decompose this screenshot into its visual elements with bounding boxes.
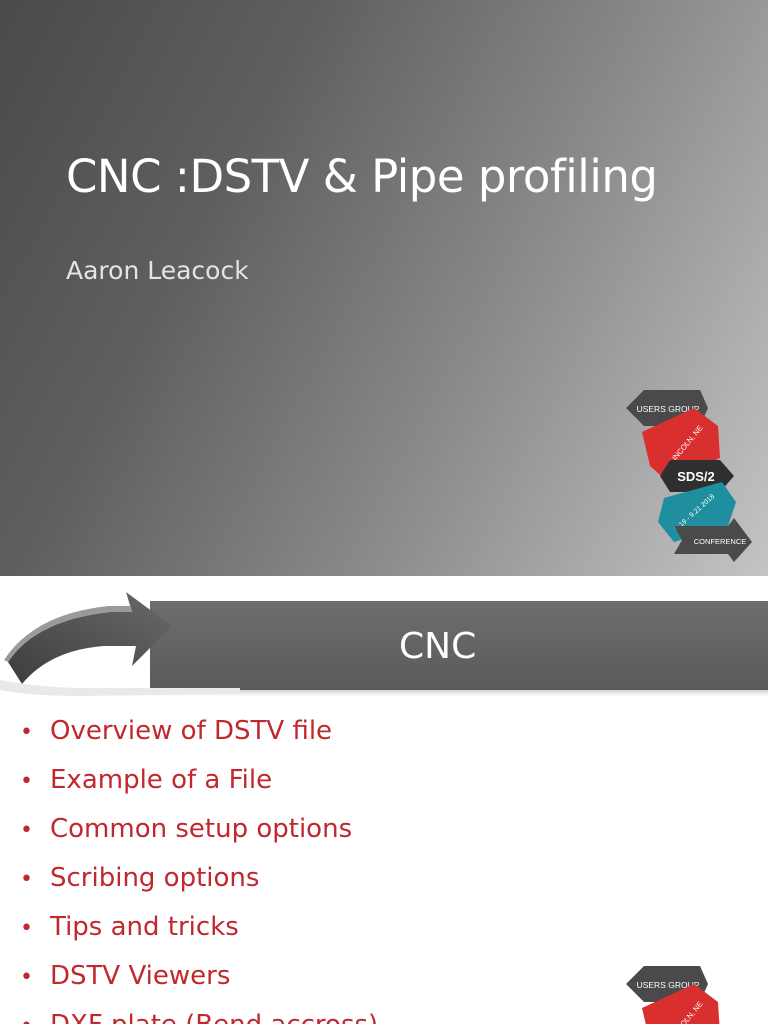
curved-arrow-graphic [0, 592, 240, 696]
list-item: • Overview of DSTV file [20, 716, 378, 765]
bullet-icon: • [20, 769, 33, 794]
list-item-text: DXF plate (Bend accross) [50, 1010, 378, 1024]
bullet-icon: • [20, 818, 33, 843]
list-item-text: Common setup options [50, 814, 353, 844]
sds2-users-group-conference-logo: USERS GROUP LINCOLN, NE SDS/2 9.19 - 9.2… [626, 390, 752, 562]
list-item: • Example of a File [20, 765, 378, 814]
list-item-text: Scribing options [50, 863, 260, 893]
slide-subtitle: Aaron Leacock [66, 256, 249, 285]
list-item-text: Overview of DSTV file [50, 716, 333, 746]
slide-heading: CNC [399, 626, 477, 667]
logo-bottom-text: CONFERENCE [694, 537, 747, 546]
header-band [150, 601, 768, 690]
logo-top-text: USERS GROUP [637, 404, 700, 414]
bullet-icon: • [20, 916, 33, 941]
logo-brand-text: SDS/2 [677, 469, 715, 484]
header-shadow [150, 690, 768, 696]
list-item: • DSTV Viewers [20, 961, 378, 1010]
title-slide: CNC :DSTV & Pipe profiling Aaron Leacock… [0, 0, 768, 576]
list-item: • Scribing options [20, 863, 378, 912]
slide-title: CNC :DSTV & Pipe profiling [66, 150, 658, 203]
list-item-text: Example of a File [50, 765, 273, 795]
list-item-text: DSTV Viewers [50, 961, 231, 991]
bullet-icon: • [20, 1014, 50, 1024]
list-item: •DXF plate (Bend accross) [20, 1010, 378, 1024]
bullet-icon: • [20, 720, 33, 745]
bullet-icon: • [20, 867, 33, 892]
list-item-text: Tips and tricks [50, 912, 239, 942]
logo-top-text: USERS GROUP [637, 980, 700, 990]
list-item: • Tips and tricks [20, 912, 378, 961]
agenda-list: • Overview of DSTV file • Example of a Fil… [20, 716, 378, 1024]
bullet-icon: • [20, 965, 33, 990]
sds2-users-group-conference-logo: USERS GROUP LINCOLN, NE [626, 966, 720, 1024]
agenda-slide: CNC • Overview of DSTV file • Example of a… [0, 576, 768, 1024]
list-item: • Common setup options [20, 814, 378, 863]
